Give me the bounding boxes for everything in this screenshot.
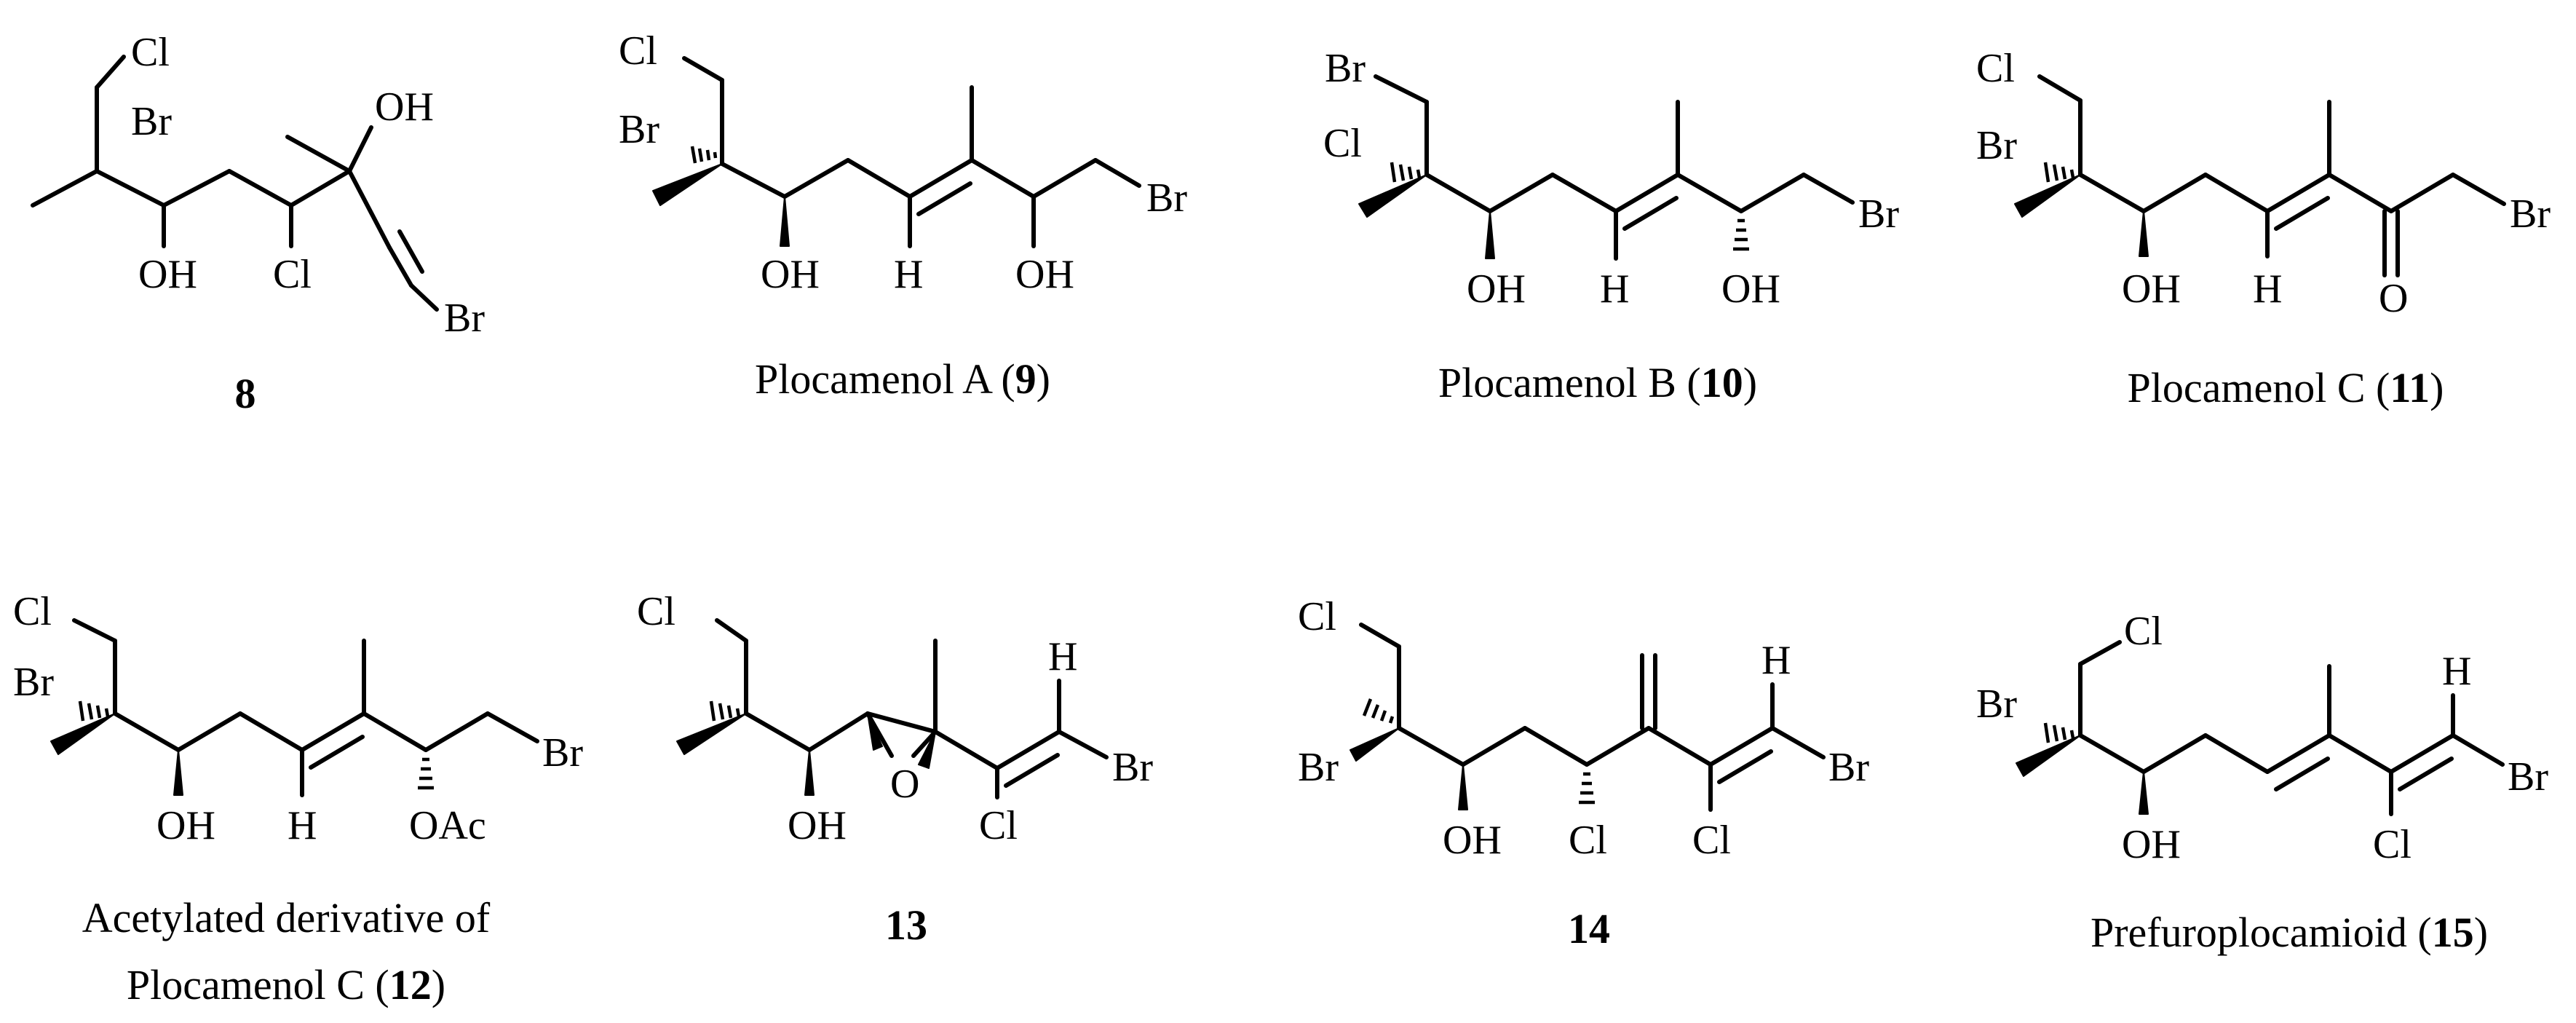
compound-14-label-cl-3: Cl: [1692, 818, 1731, 863]
compound-15-label-cl: Cl: [2124, 609, 2163, 654]
compound-14-label-br-2: Br: [1828, 745, 1869, 790]
compound-13-label-o: O: [890, 762, 919, 807]
compound-12-bonds: [50, 618, 539, 797]
compound-11-bonds: [2014, 74, 2506, 277]
compound-8-caption: 8: [235, 370, 256, 417]
compound-9-label-h: H: [894, 252, 923, 297]
compound-14-label-h: H: [1761, 638, 1791, 683]
compound-8-label-cl: Cl: [131, 30, 170, 75]
compound-11-label-o: O: [2379, 276, 2408, 321]
compound-15-label-h: H: [2442, 649, 2471, 694]
compound-13-epoxide-wedge: [867, 713, 883, 751]
compound-9-bonds: [652, 56, 1141, 248]
compound-10-caption: Plocamenol B (10): [1438, 359, 1757, 406]
compound-14-hashed-bonds: [1362, 698, 1595, 805]
compound-12-label-br: Br: [13, 660, 54, 705]
compound-8-label-cl-2: Cl: [273, 252, 312, 297]
compound-13-label-h: H: [1048, 634, 1077, 679]
compound-13-label-cl-2: Cl: [979, 803, 1018, 848]
compound-11-caption: Plocamenol C (11): [2128, 364, 2444, 411]
compound-9-hashed-bond: [690, 146, 718, 164]
compound-10-label-oh-2: OH: [1721, 266, 1780, 312]
compound-10-hashed-bonds: [1390, 162, 1749, 251]
compound-13-epoxide-wedge-2: [918, 731, 936, 769]
compound-8-bonds: [31, 55, 439, 312]
compound-8: Cl Br OH OH Cl Br 8: [31, 30, 485, 417]
compound-14-label-cl: Cl: [1298, 594, 1336, 639]
compound-9-caption: Plocamenol A (9): [755, 355, 1050, 403]
compound-11-label-br: Br: [1976, 123, 2017, 168]
compound-10-label-cl: Cl: [1323, 121, 1362, 166]
compound-8-label-oh-2: OH: [375, 84, 434, 130]
compound-8-label-oh: OH: [138, 252, 197, 297]
compound-14-label-br: Br: [1298, 745, 1339, 790]
compound-15-bonds: [2016, 640, 2505, 816]
compound-13-label-br: Br: [1112, 745, 1153, 790]
compound-15-label-oh: OH: [2122, 822, 2181, 867]
compound-12-hashed-bonds: [78, 700, 434, 790]
compound-8-label-br: Br: [131, 99, 172, 144]
compound-13: Cl OH O H Br Cl 13: [637, 589, 1153, 949]
compound-11-label-br-2: Br: [2510, 191, 2551, 237]
compound-9-label-oh-2: OH: [1015, 252, 1074, 297]
compound-12: Cl Br OH H OAc Br Acetylated derivative …: [13, 589, 583, 1008]
compound-10-label-br-2: Br: [1858, 191, 1899, 237]
compound-11-hashed-bond: [2043, 162, 2075, 183]
compound-9-label-oh: OH: [761, 252, 820, 297]
compound-11: Cl Br OH H O Br Plocamenol C (11): [1976, 46, 2551, 411]
compound-13-label-oh: OH: [788, 803, 847, 848]
compound-15-caption: Prefuroplocamioid (15): [2090, 909, 2488, 956]
compound-14: Cl Br OH Cl Cl H Br 14: [1298, 594, 1869, 952]
compound-10-label-oh: OH: [1467, 266, 1526, 312]
compound-12-label-br-2: Br: [542, 730, 583, 775]
compound-11-label-cl: Cl: [1976, 46, 2015, 91]
compound-9-label-cl: Cl: [619, 28, 657, 74]
compound-12-label-oac: OAc: [409, 803, 486, 848]
compound-11-label-h: H: [2253, 266, 2282, 312]
compound-13-label-cl: Cl: [637, 589, 675, 634]
compound-8-label-br-2: Br: [444, 296, 485, 341]
compound-15-label-cl-2: Cl: [2373, 822, 2411, 867]
compound-11-label-oh: OH: [2122, 266, 2181, 312]
compound-10-label-br: Br: [1325, 46, 1366, 91]
compound-13-caption: 13: [885, 901, 927, 949]
compound-10: Br Cl OH H OH Br Plocamenol B (10): [1323, 46, 1899, 406]
compound-12-label-h: H: [288, 803, 317, 848]
compound-9-label-br-2: Br: [1146, 175, 1187, 221]
compound-14-label-oh: OH: [1443, 818, 1502, 863]
compound-10-label-h: H: [1600, 266, 1629, 312]
compound-13-hashed-bond: [709, 700, 741, 722]
compound-12-label-oh: OH: [156, 803, 215, 848]
compound-15: Br Cl OH H Br Cl Prefuroplocamioid (15): [1976, 609, 2548, 956]
compound-9: Cl Br OH H OH Br Plocamenol A (9): [619, 28, 1187, 403]
compound-15-label-br-2: Br: [2508, 754, 2548, 799]
compound-14-label-cl-2: Cl: [1569, 818, 1607, 863]
compound-10-bonds: [1358, 74, 1855, 261]
compound-13-bonds: [676, 618, 1109, 799]
compound-12-label-cl: Cl: [13, 589, 52, 634]
compound-9-label-br: Br: [619, 107, 659, 152]
compound-14-bonds: [1350, 623, 1826, 812]
compound-15-hashed-bond: [2043, 722, 2075, 743]
compound-15-label-br: Br: [1976, 682, 2017, 727]
compound-12-caption-line-1: Acetylated derivative of: [82, 894, 491, 941]
compound-12-caption: Plocamenol C (12): [127, 961, 445, 1008]
compound-14-caption: 14: [1568, 905, 1610, 952]
